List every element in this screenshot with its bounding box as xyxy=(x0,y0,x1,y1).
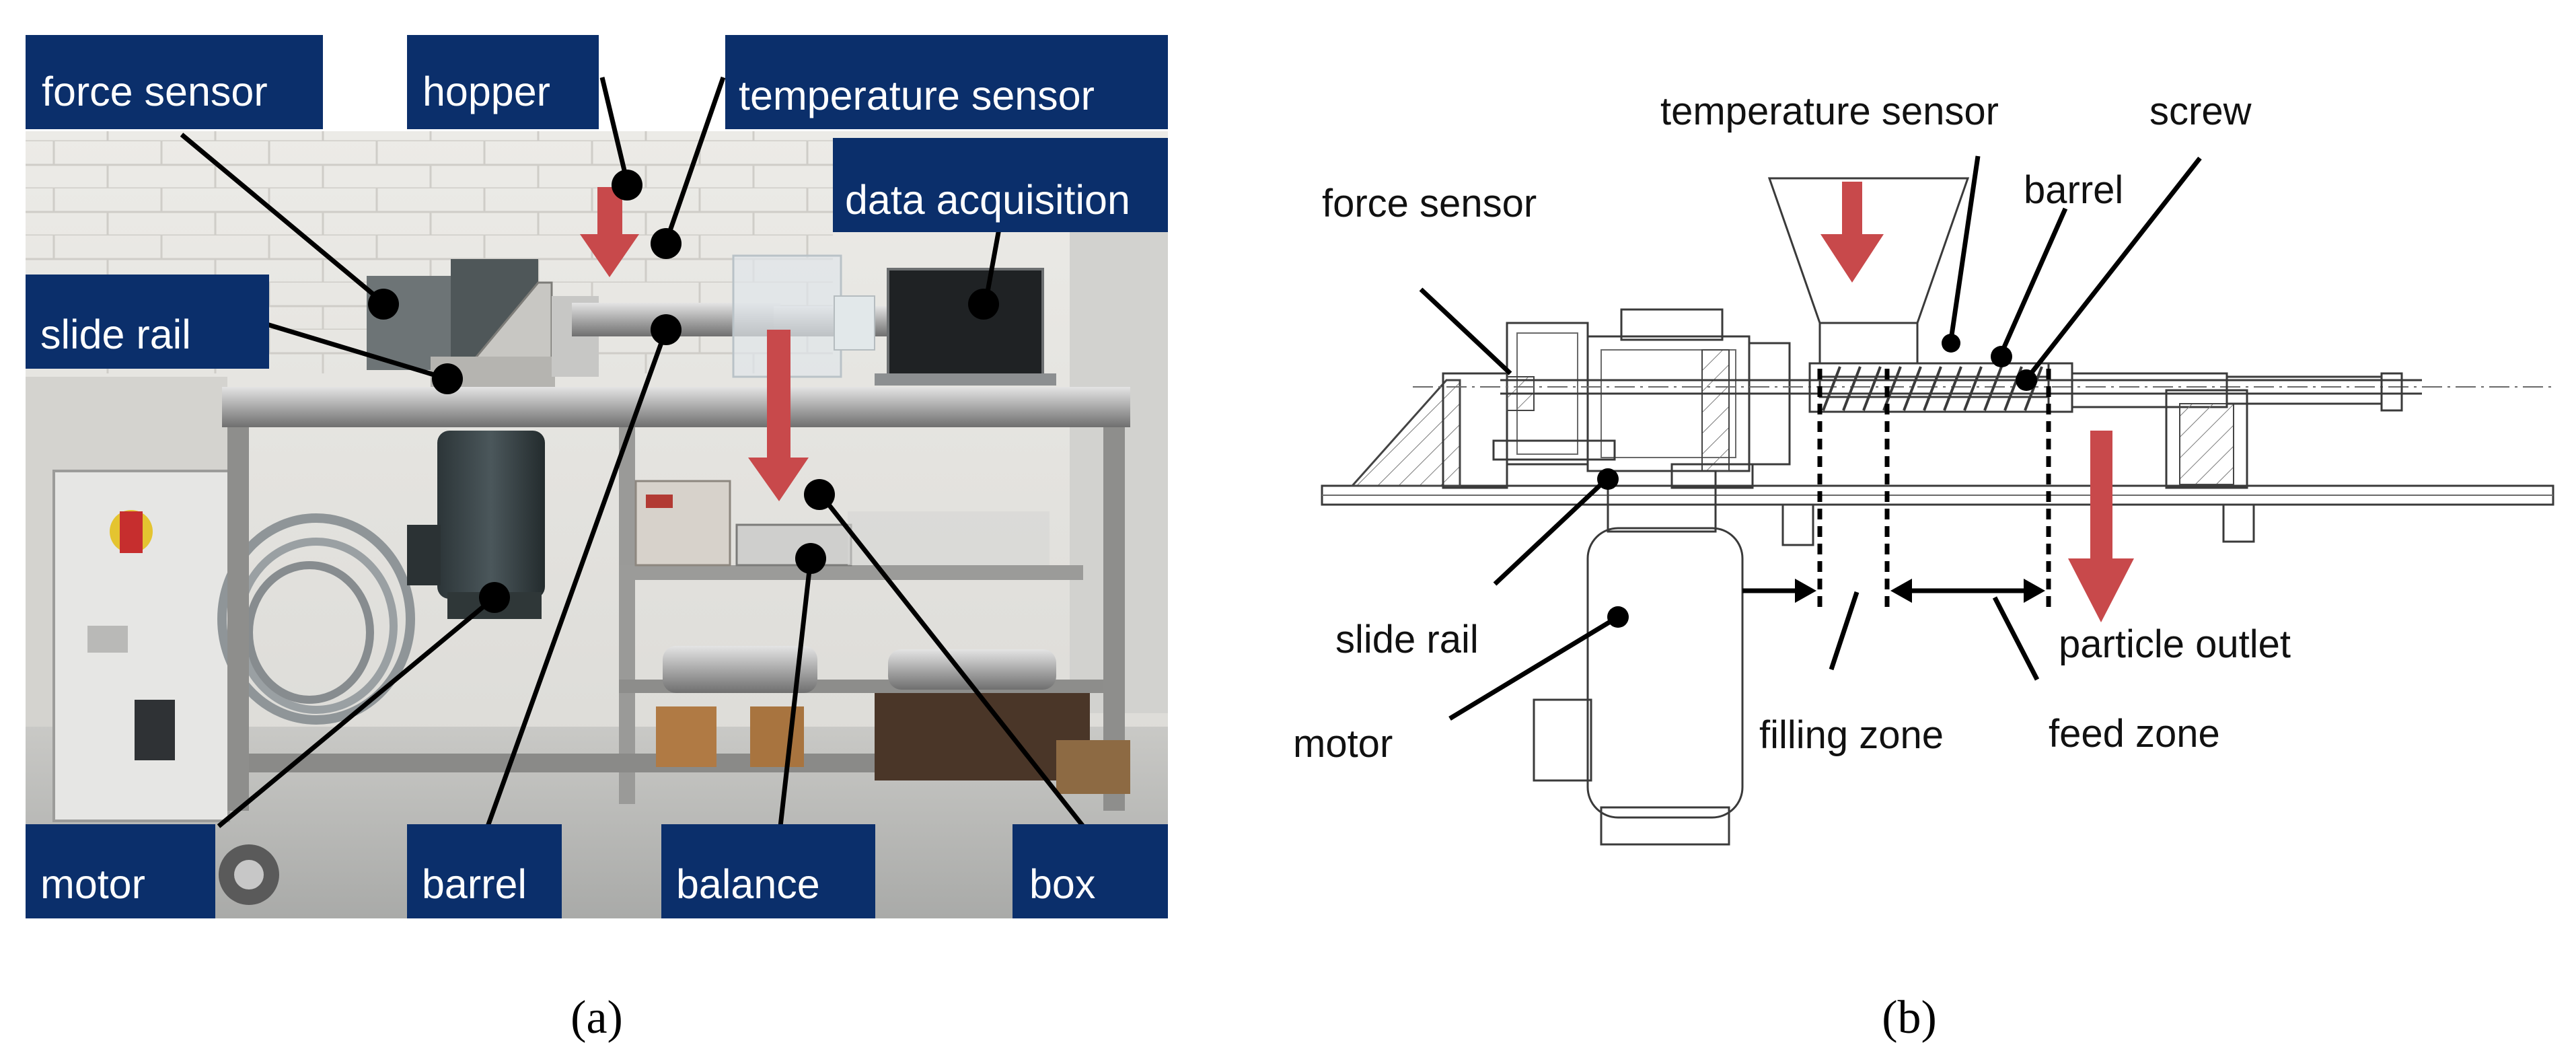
outlet-arrow-photo xyxy=(748,330,809,501)
drawing-panel-b: temperature sensor screw force sensor ba… xyxy=(1293,89,2556,846)
label-force-sensor-a: force sensor xyxy=(26,35,323,129)
label-particle-outlet-b: particle outlet xyxy=(2059,622,2291,666)
control-cabinet xyxy=(52,470,230,822)
label-text: barrel xyxy=(422,861,527,907)
flow-arrows-photo xyxy=(580,187,809,501)
label-temperature-sensor-a: temperature sensor xyxy=(725,35,1168,129)
label-text: temperature sensor xyxy=(739,73,1095,118)
label-text: hopper xyxy=(422,69,550,114)
label-screw-b: screw xyxy=(2149,89,2252,133)
label-data-acquisition-a: data acquisition xyxy=(833,138,1168,232)
laptop xyxy=(875,268,1056,386)
label-feed-zone-b: feed zone xyxy=(2049,712,2220,756)
label-hopper-a: hopper xyxy=(407,35,599,129)
left-bracket xyxy=(1350,379,1461,487)
label-motor-b: motor xyxy=(1293,722,1393,766)
photo-panel-a: force sensor hopper temperature sensor d… xyxy=(26,35,1168,918)
label-barrel-b: barrel xyxy=(2024,168,2123,212)
cable-coil xyxy=(217,513,415,725)
leaders-panel-a xyxy=(180,76,1085,828)
zone-arrows xyxy=(1742,579,2045,603)
label-text: force sensor xyxy=(42,69,268,114)
motor-drawing xyxy=(1533,470,1744,846)
hopper-arrow-photo xyxy=(580,187,639,277)
label-temperature-sensor-b: temperature sensor xyxy=(1660,89,1999,133)
label-barrel-a: barrel xyxy=(407,824,562,918)
label-slide-rail-a: slide rail xyxy=(26,275,269,369)
label-force-sensor-b: force sensor xyxy=(1322,182,1537,225)
label-text: motor xyxy=(40,861,145,907)
label-text: slide rail xyxy=(40,312,191,357)
label-text: data acquisition xyxy=(845,177,1130,223)
label-text: box xyxy=(1029,861,1095,907)
caption-b: (b) xyxy=(1882,992,1937,1044)
label-box-a: box xyxy=(1013,824,1168,918)
hopper-arrow-drawing xyxy=(1820,182,1884,283)
table-frame xyxy=(219,387,1130,905)
caption-a: (a) xyxy=(571,992,623,1044)
label-balance-a: balance xyxy=(661,824,875,918)
label-motor-a: motor xyxy=(26,824,215,918)
screw-flights xyxy=(1822,366,2043,411)
shelf-items xyxy=(634,480,1130,794)
outlet-arrow-drawing xyxy=(2068,431,2134,622)
label-slide-rail-b: slide rail xyxy=(1335,618,1479,661)
label-filling-zone-b: filling zone xyxy=(1759,713,1944,757)
leaders-panel-b xyxy=(1419,155,2202,721)
label-text: balance xyxy=(676,861,820,907)
